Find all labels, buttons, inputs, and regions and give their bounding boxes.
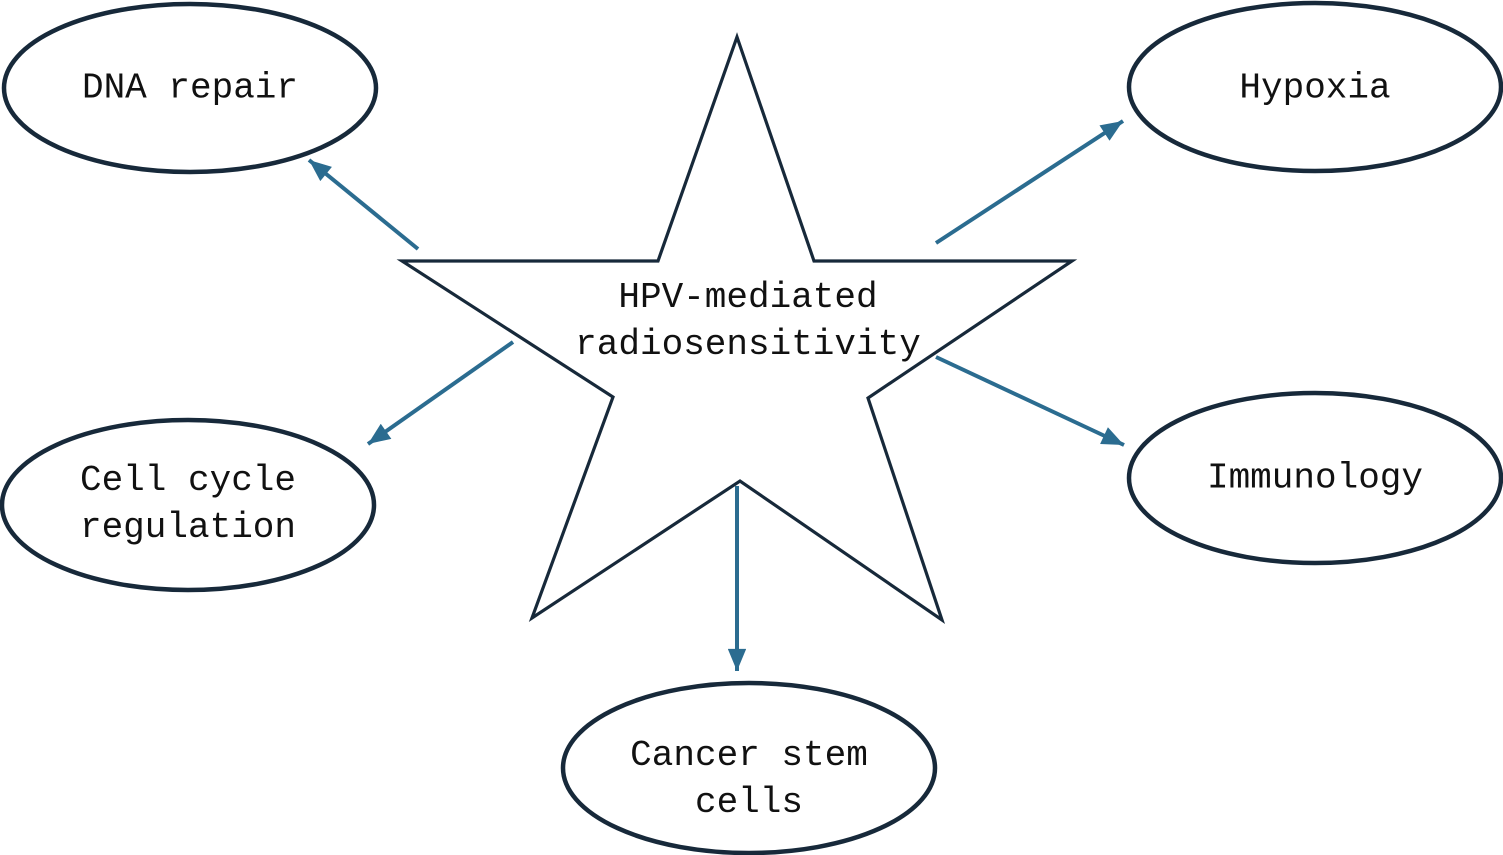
node-label-dna-repair: DNA repair bbox=[81, 67, 299, 109]
ellipse-dna-repair bbox=[1, 1, 379, 175]
ellipse-cell-cycle bbox=[0, 417, 377, 593]
arrow-to-hypoxia bbox=[934, 119, 1125, 245]
arrow-to-cell-cycle bbox=[366, 340, 515, 446]
node-label-cell-cycle: Cell cycle regulation bbox=[79, 460, 297, 548]
arrow-to-immunology bbox=[935, 355, 1125, 447]
center-star-label: HPV-mediated radiosensitivity bbox=[575, 277, 921, 365]
node-label-immunology: Immunology bbox=[1206, 457, 1424, 499]
ellipse-immunology bbox=[1126, 390, 1503, 566]
arrow-to-dna-repair bbox=[307, 158, 420, 251]
node-label-cancer-stem-cells: Cancer stem cells bbox=[630, 735, 868, 823]
ellipse-hypoxia bbox=[1126, 0, 1503, 174]
node-label-hypoxia: Hypoxia bbox=[1239, 67, 1391, 109]
ellipse-cancer-stem-cells bbox=[560, 680, 938, 855]
star-shape-center bbox=[396, 32, 1078, 625]
